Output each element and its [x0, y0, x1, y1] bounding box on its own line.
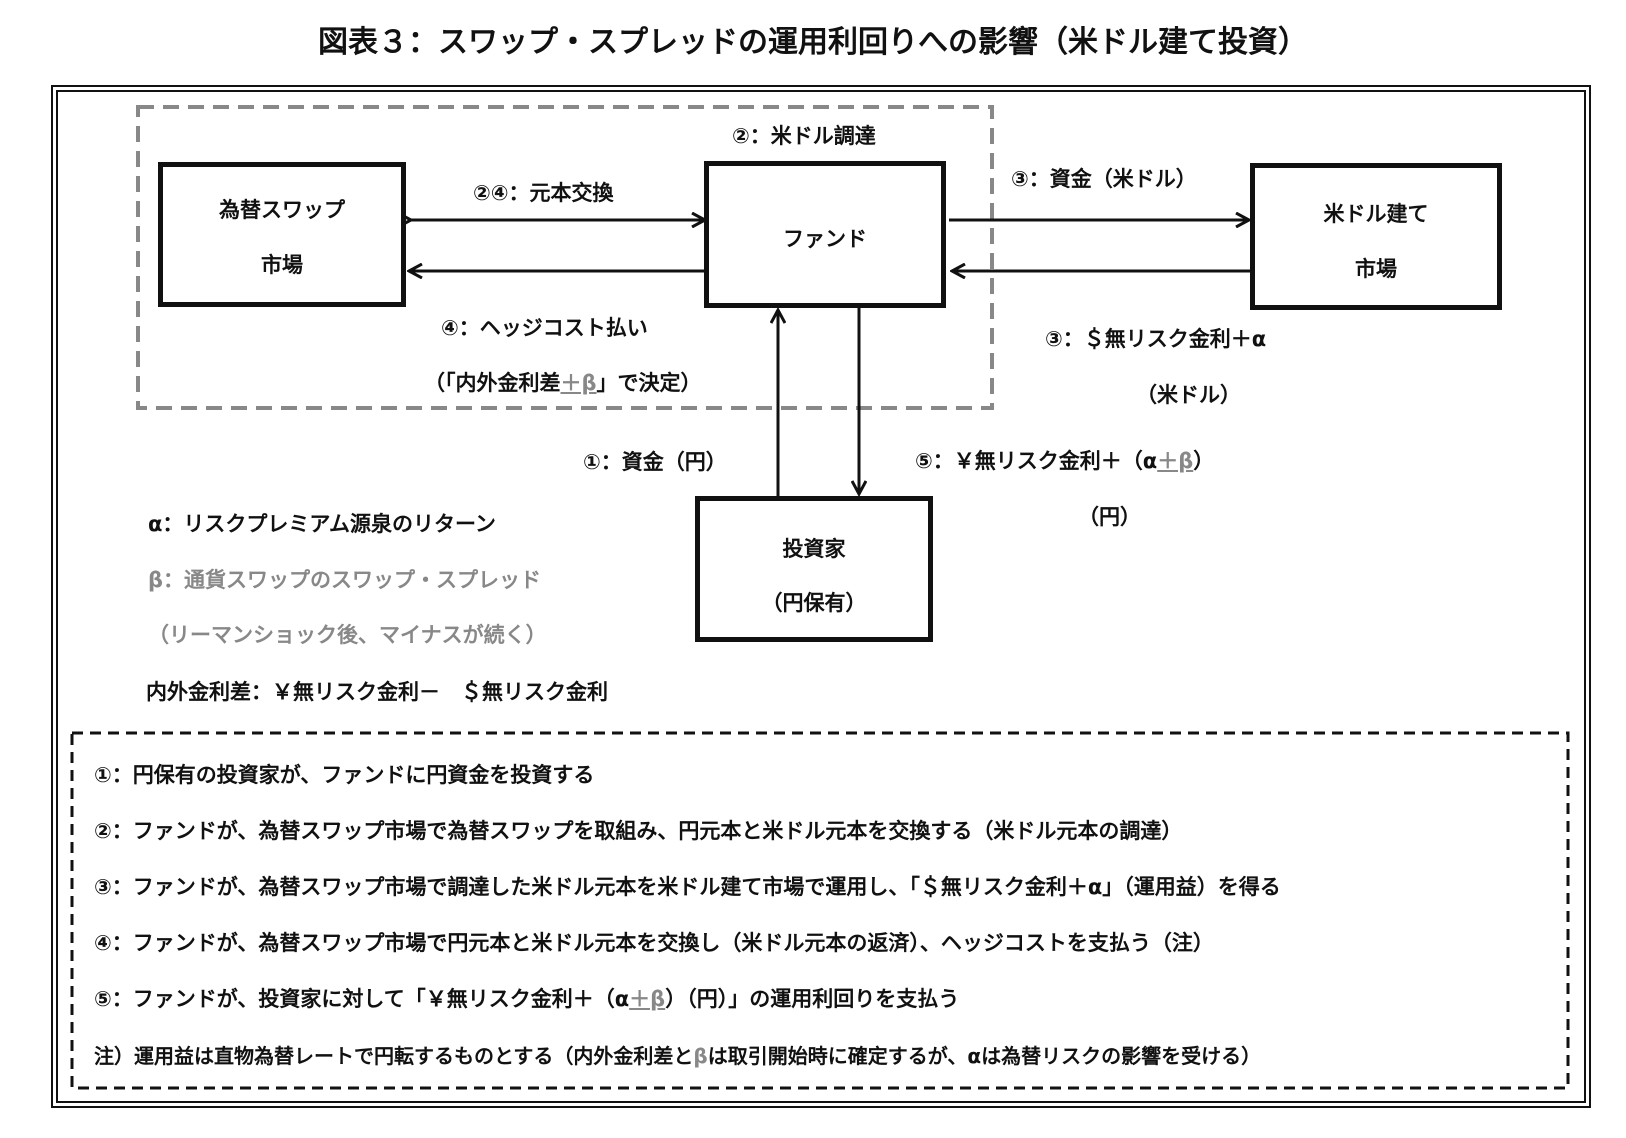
diagram-title: 図表３：スワップ・スプレッドの運用利回りへの影響（米ドル建て投資） [318, 25, 1308, 60]
note-4: ④：ファンドが、為替スワップ市場で円元本と米ドル元本を交換し（米ドル元本の返済）… [94, 931, 1214, 955]
inner-frame [56, 90, 1586, 1103]
note-5-suffix: ）（円）」の運用利回りを支払う [665, 987, 960, 1011]
principal-exchange-label: ②④：元本交換 [473, 181, 614, 205]
investor-label-line1: 投資家 [782, 537, 846, 561]
legend-beta: β：通貨スワップのスワップ・スプレッド [148, 568, 542, 592]
footnote-prefix: 注）運用益は直物為替レートで円転するものとする（内外金利差と [94, 1044, 694, 1068]
footnote-suffix: は取引開始時に確定するが、αは為替リスクの影響を受ける） [707, 1044, 1262, 1068]
jpy-funds-label: ①：資金（円） [583, 450, 727, 474]
note-5: ⑤：ファンドが、投資家に対して「￥無リスク金利＋（α＋β）（円）」の運用利回りを… [94, 983, 959, 1013]
note-3: ③：ファンドが、為替スワップ市場で調達した米ドル元本を米ドル建て市場で運用し、「… [94, 875, 1281, 899]
legend-alpha: α：リスクプレミアム源泉のリターン [148, 512, 496, 536]
hedge-cost-note-prefix: （「内外金利差 [424, 371, 561, 395]
note-5-beta: ＋β [629, 987, 666, 1011]
jpy-return-unit: （円） [1078, 505, 1141, 529]
fund-box: ファンド [704, 161, 946, 308]
swap-group-dashed-frame [136, 105, 994, 410]
swap-market-label-line2: 市場 [261, 253, 303, 277]
investor-box: 投資家 （円保有） [695, 496, 933, 642]
jpy-return-label: ⑤：￥無リスク金利＋（α＋β） [915, 445, 1214, 475]
usd-market-box: 米ドル建て 市場 [1250, 163, 1502, 310]
hedge-cost-label: ④：ヘッジコスト払い [441, 316, 648, 340]
outer-frame [51, 85, 1591, 1108]
hedge-cost-note-suffix: 」で決定） [596, 371, 702, 395]
hedge-cost-note: （「内外金利差＋β」で決定） [424, 367, 702, 397]
usd-return-unit: （米ドル） [1136, 383, 1241, 407]
fund-label: ファンド [783, 227, 867, 251]
note-5-prefix: ⑤：ファンドが、投資家に対して「￥無リスク金利＋（α [94, 987, 630, 1011]
usd-market-label-line1: 米ドル建て [1323, 202, 1429, 226]
footnote-beta: β [693, 1044, 708, 1068]
footnote: 注）運用益は直物為替レートで円転するものとする（内外金利差とβは取引開始時に確定… [94, 1040, 1261, 1069]
swap-market-label-line1: 為替スワップ [219, 198, 345, 222]
note-1: ①：円保有の投資家が、ファンドに円資金を投資する [94, 763, 595, 787]
investor-label-line2: （円保有） [761, 591, 867, 615]
usd-market-label-line2: 市場 [1355, 257, 1397, 281]
usd-funds-label: ③：資金（米ドル） [1011, 167, 1197, 191]
legend-rate-diff: 内外金利差：￥無リスク金利－ ＄無リスク金利 [146, 680, 608, 704]
legend-beta-note: （リーマンショック後、マイナスが続く） [148, 623, 547, 647]
jpy-return-prefix: ⑤：￥無リスク金利＋（α [915, 449, 1158, 473]
notes-dashed-frame [70, 731, 1570, 1090]
hedge-cost-note-beta: ＋β [560, 371, 597, 395]
jpy-return-beta: ＋β [1157, 449, 1194, 473]
usd-procurement-label: ②：米ドル調達 [732, 124, 876, 148]
note-2: ②：ファンドが、為替スワップ市場で為替スワップを取組み、円元本と米ドル元本を交換… [94, 819, 1183, 843]
usd-return-label: ③：＄無リスク金利＋α [1045, 327, 1267, 351]
jpy-return-suffix: ） [1193, 449, 1215, 473]
swap-market-box: 為替スワップ 市場 [158, 162, 406, 307]
